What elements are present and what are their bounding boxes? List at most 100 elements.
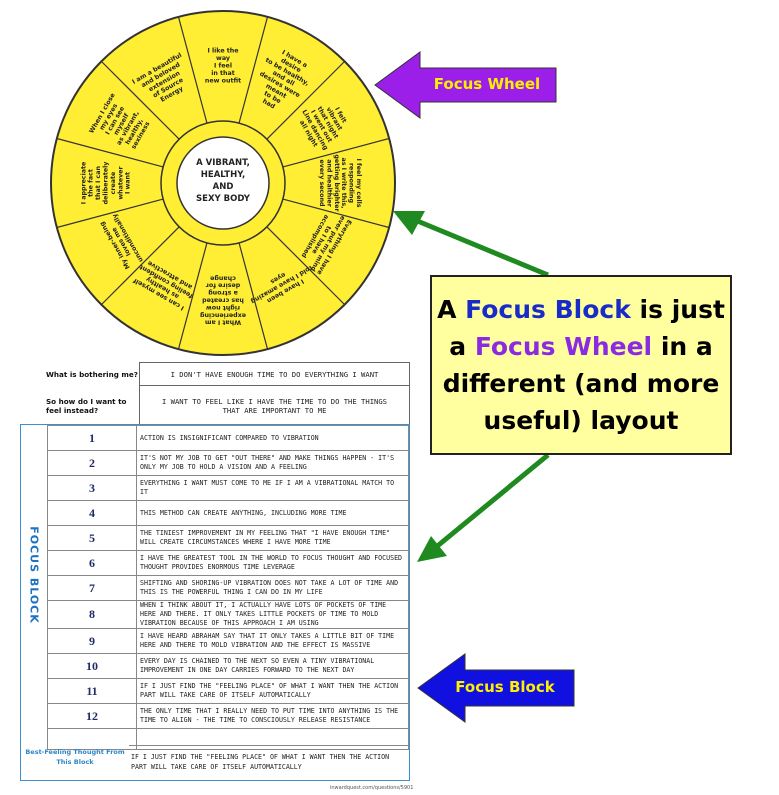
wheel-segment-text: and healthier [325,159,332,208]
wheel-divider [282,198,390,229]
wheel-center-text: SEXY BODY [196,194,251,204]
wheel-divider [177,242,208,350]
best-thought-text: IF I JUST FIND THE "FEELING PLACE" OF WH… [131,753,390,771]
wheel-divider [238,242,269,350]
focus-block-vertical-label: FOCUS BLOCK [21,425,47,725]
q1-label: What is bothering me? [46,369,138,379]
wheel-divider [238,16,269,124]
row-statement: I HAVE HEARD ABRAHAM SAY THAT IT ONLY TA… [136,628,409,654]
focus-wheel-arrow-label: Focus Wheel [433,75,541,93]
wheel-segment-text: the fact [88,169,95,197]
explanation-text: A Focus Block is just a Focus Wheel in a… [432,291,730,439]
wheel-divider [177,16,208,124]
wheel-segment-text: experiencing [200,311,246,318]
q1-answer: I DON'T HAVE ENOUGH TIME TO DO EVERYTHIN… [139,362,410,386]
row-number: 5 [47,525,137,551]
wheel-segment-text: getting brighter [333,154,340,212]
callout-part1: A [437,295,466,324]
row-number: 12 [47,703,137,729]
wheel-segment-text: that I can [95,166,102,200]
row-statement: ACTION IS INSIGNIFICANT COMPARED TO VIBR… [136,425,409,451]
wheel-divider [266,60,346,140]
wheel-center-text: AND [213,182,234,192]
wheel-divider [266,226,346,306]
worksheet-questions: What is bothering me? I DON'T HAVE ENOUG… [20,362,410,426]
vertical-label-text: FOCUS BLOCK [27,526,41,624]
wheel-divider [56,137,164,168]
wheel-segment-text: What I am [204,319,241,326]
row-number: 9 [47,628,137,654]
row-statement: EVERYTHING I WANT MUST COME TO ME IF I A… [136,475,409,501]
wheel-segment-text: I appreciate [80,162,87,205]
row-number: 2 [47,450,137,476]
row-number: 11 [47,678,137,704]
source-url: inwardquest.com/questions/5901 [330,785,414,791]
wheel-segment-text: in that [211,70,235,77]
explanation-callout: A Focus Block is just a Focus Wheel in a… [430,275,732,455]
wheel-segment-text: right now [206,304,240,311]
wheel-divider [100,226,180,306]
wheel-divider [56,198,164,229]
row-number: 8 [47,600,137,629]
callout-focus-block: Focus Block [465,295,631,324]
wheel-segment-text: every second [318,159,325,206]
wheel-segment-text: responding [348,163,355,203]
wheel-divider [282,137,390,168]
row-number: 7 [47,575,137,601]
wheel-segment-text: I feel my cells [355,158,362,207]
wheel-segment-text: change [210,274,236,281]
row-statement: IT'S NOT MY JOB TO GET "OUT THERE" AND M… [136,450,409,476]
row-statement: EVERY DAY IS CHAINED TO THE NEXT SO EVEN… [136,653,409,679]
row-statement: SHIFTING AND SHORING-UP VIBRATION DOES N… [136,575,409,601]
best-thought-divider [129,745,409,746]
row-number: 1 [47,425,137,451]
wheel-center-text: A VIBRANT, [196,158,250,168]
wheel-segment-text: I want [125,172,132,194]
q2-answer: I WANT TO FEEL LIKE I HAVE THE TIME TO D… [139,385,410,426]
callout-part3: in a different (and more useful) layout [442,332,720,435]
wheel-segment-text: way [216,55,230,62]
wheel-segment-text: whatever [117,165,124,199]
wheel-center [176,136,270,230]
callout-focus-wheel: Focus Wheel [474,332,653,361]
row-number: 10 [47,653,137,679]
wheel-divider [100,60,180,140]
row-statement: THE ONLY TIME THAT I REALLY NEED TO PUT … [136,703,409,729]
wheel-segment-text: a strong [208,289,238,296]
row-statement: IF I JUST FIND THE "FEELING PLACE" OF WH… [136,678,409,704]
row-statement: WHEN I THINK ABOUT IT, I ACTUALLY HAVE L… [136,600,409,629]
best-thought-label: Best-Feeling Thought From This Block [25,748,125,766]
q2-label: So how do I want to feel instead? [46,396,127,415]
blank-cell [136,728,409,750]
wheel-segment-text: deliberately [103,162,110,205]
wheel-segment-text: I like the [207,48,238,55]
row-statement: I HAVE THE GREATEST TOOL IN THE WORLD TO… [136,550,409,576]
row-statement: THE TINIEST IMPROVEMENT IN MY FEELING TH… [136,525,409,551]
row-number: 4 [47,500,137,526]
row-statement: THIS METHOD CAN CREATE ANYTHING, INCLUDI… [136,500,409,526]
wheel-center-text: HEALTHY, [201,170,245,180]
focus-block-arrow-label: Focus Block [455,678,555,696]
wheel-segment-text: as I write this, [340,157,347,208]
row-number: 6 [47,550,137,576]
